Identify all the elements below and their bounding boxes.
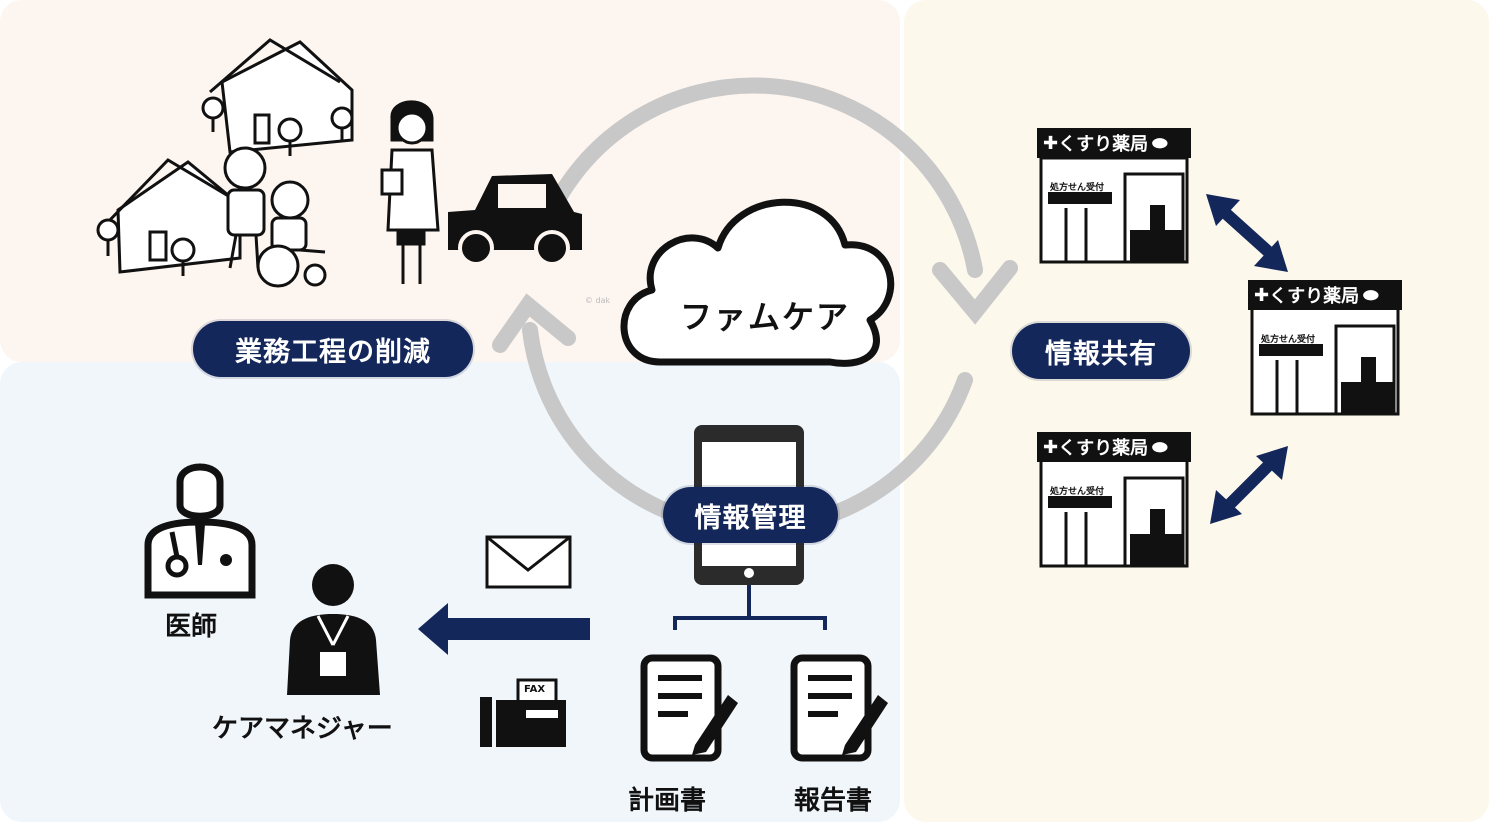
pill-info-share: 情報共有 — [1012, 323, 1190, 379]
pharmacy-building-1 — [1039, 156, 1189, 264]
pharmacy-sub-1: 処方せん受付 — [1050, 183, 1105, 193]
cloud-icon — [620, 198, 895, 367]
cross-icon: ✚ — [1043, 436, 1059, 458]
elderly-couple-icon — [223, 146, 327, 288]
tablet-connector — [673, 585, 827, 630]
doctor-label: 医師 — [165, 612, 218, 642]
cycle-arrowhead-left — [492, 293, 576, 353]
pill-icon: ⬬ — [1363, 284, 1379, 306]
watermark: © dak — [585, 296, 611, 305]
house-icon-front — [96, 158, 242, 276]
pharmacist-icon — [380, 100, 440, 284]
pharmacy-building-3 — [1039, 458, 1189, 568]
pharmacy-sub-3: 処方せん受付 — [1050, 487, 1105, 497]
pharmacy-sign-1: ✚ くすり薬局 ⬬ — [1037, 128, 1191, 158]
send-arrow — [418, 603, 590, 655]
car-icon — [448, 174, 582, 266]
care-manager-icon — [287, 564, 380, 695]
cycle-arc-top — [532, 77, 983, 278]
plan-document-icon — [640, 654, 738, 762]
house-icon-back — [201, 38, 354, 156]
pharmacy-building-2 — [1250, 306, 1400, 416]
envelope-icon — [485, 535, 572, 589]
pill-icon: ⬬ — [1152, 132, 1168, 154]
care-manager-label: ケアマネジャー — [212, 714, 393, 744]
share-arrow-upper — [1206, 194, 1288, 272]
cycle-arrowhead-right — [932, 260, 1018, 325]
pharmacy-sign-2: ✚ くすり薬局 ⬬ — [1248, 280, 1402, 310]
fax-label: FAX — [524, 684, 546, 695]
cross-icon: ✚ — [1043, 132, 1059, 154]
pill-reduction: 業務工程の削減 — [193, 321, 473, 377]
pill-icon: ⬬ — [1152, 436, 1168, 458]
cross-icon: ✚ — [1254, 284, 1270, 306]
doctor-icon — [144, 463, 256, 599]
plan-label: 計画書 — [628, 786, 707, 816]
fax-icon — [480, 678, 566, 747]
report-document-icon — [790, 654, 888, 762]
report-label: 報告書 — [794, 786, 873, 816]
pharmacy-sub-2: 処方せん受付 — [1261, 335, 1316, 345]
pill-info-manage: 情報管理 — [663, 487, 838, 543]
cloud-label: ファムケア — [680, 298, 851, 336]
share-arrow-lower — [1210, 446, 1288, 524]
pharmacy-sign-3: ✚ くすり薬局 ⬬ — [1037, 432, 1191, 462]
